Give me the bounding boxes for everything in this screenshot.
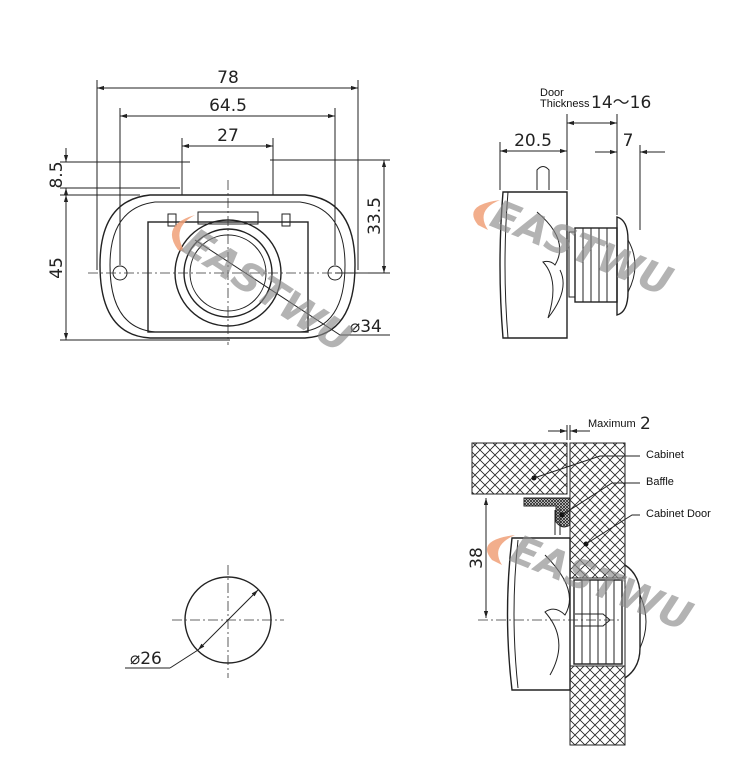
dim-hole-diameter: ⌀26: [130, 649, 162, 669]
side-view: Door Thickness 14～16 20.5 7: [499, 87, 665, 339]
dim-install-height: 38: [467, 547, 487, 569]
dim-height: 45: [47, 257, 67, 279]
maximum-label: Maximum: [588, 418, 636, 430]
watermark-logo: EASTWU: [473, 192, 679, 306]
maximum-value: 2: [640, 414, 651, 434]
door-label-line2: Thickness: [540, 98, 590, 110]
door-label-line1: Door: [540, 87, 564, 99]
dim-center-height: 33.5: [365, 197, 385, 235]
cutout-view: ⌀26: [125, 565, 284, 678]
dim-hole-spacing: 64.5: [209, 96, 247, 116]
dim-button-projection: 7: [623, 131, 634, 151]
dim-overall-width: 78: [217, 68, 239, 88]
dim-body-depth: 20.5: [514, 131, 552, 151]
dim-diameter: ⌀34: [350, 317, 382, 337]
dim-top-offset: 8.5: [47, 161, 67, 188]
dim-top-width: 27: [217, 126, 239, 146]
svg-text:EASTWU: EASTWU: [484, 192, 678, 306]
svg-text:EASTWU: EASTWU: [175, 220, 360, 363]
front-view: 78 64.5 27 8.5 45 33.5 ⌀34: [47, 68, 390, 345]
label-cabinet: Cabinet: [646, 449, 684, 461]
install-view: Maximum 2 38 Cabinet Baffle Cabinet Door: [467, 414, 711, 746]
label-cabinet-door: Cabinet Door: [646, 508, 711, 520]
label-baffle: Baffle: [646, 476, 674, 488]
dim-door-thickness: 14～16: [591, 93, 651, 113]
